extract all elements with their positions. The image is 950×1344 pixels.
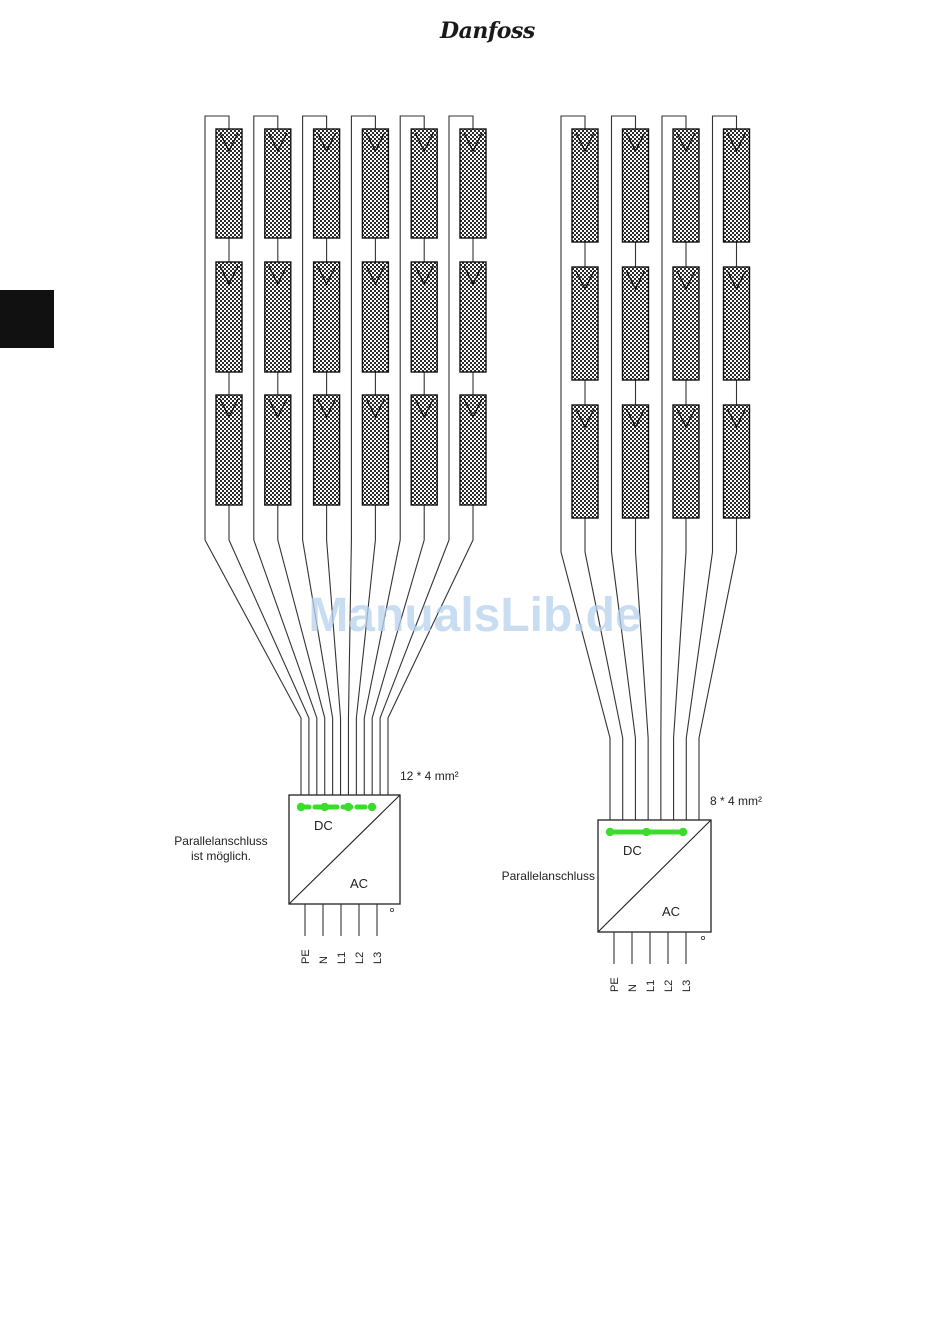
dc-cable [674,552,686,820]
ac-terminals: PE N L1 L2 L3 [300,904,394,964]
dc-cables [205,540,473,795]
parallel-note-line: Parallelanschluss [174,834,267,848]
ac-terminal-label: L2 [663,980,675,992]
ac-terminal-label: L3 [681,980,693,992]
pv-string [351,116,388,540]
inverter: DC AC [289,795,400,904]
pv-module [623,267,649,380]
pv-module [314,395,340,505]
dc-cable [327,540,341,795]
ac-label: AC [662,904,680,919]
pv-module [265,129,291,238]
dc-cable [699,552,737,820]
pv-module [411,262,437,372]
pv-module [314,129,340,238]
pv-module [216,129,242,238]
parallel-connector-dot [320,803,328,811]
pv-string [561,116,598,552]
pv-module [265,262,291,372]
dc-cable [364,540,400,795]
pv-module [265,395,291,505]
pv-module [460,262,486,372]
ac-terminal-label: N [318,956,330,964]
terminal-mark [390,908,393,911]
ac-terminal-label: PE [300,949,312,964]
inverter: DC AC [598,820,711,932]
parallel-connector-dot [642,828,650,836]
ac-label: AC [350,876,368,891]
ac-terminal-label: L3 [372,952,384,964]
dc-cables [561,552,737,820]
ac-terminals: PE N L1 L2 L3 [609,932,705,992]
cable-spec-label: 8 * 4 mm² [710,794,762,808]
ac-terminal-label: L2 [354,952,366,964]
pv-module [460,129,486,238]
dc-cable [254,540,317,795]
pv-module [724,267,750,380]
pv-module [572,267,598,380]
pv-module [572,129,598,242]
dc-cable [561,552,610,820]
pv-module [362,395,388,505]
parallel-note-line: ist möglich. [191,849,251,863]
parallel-connector-dot [679,828,687,836]
cable-spec-label: 12 * 4 mm² [400,769,459,783]
pv-module [362,129,388,238]
parallel-connector-dot [368,803,376,811]
pv-string [713,116,750,552]
pv-string [400,116,437,540]
ac-terminal-label: L1 [645,980,657,992]
parallel-connector-dot [606,828,614,836]
pv-module [724,129,750,242]
pv-module [724,405,750,518]
pv-string [449,116,486,540]
pv-module [572,405,598,518]
parallel-connector-dot [344,803,352,811]
pv-string [205,116,242,540]
dc-cable [348,540,351,795]
pv-module [216,262,242,372]
dc-cable [388,540,473,795]
pv-string [662,116,699,552]
dc-cable [612,552,636,820]
pv-module [411,129,437,238]
pv-module [673,129,699,242]
parallel-note-line: Parallelanschluss [502,869,595,883]
ac-terminal-label: L1 [336,952,348,964]
dc-cable [380,540,449,795]
parallel-connector-dot [297,803,305,811]
dc-cable [661,552,662,820]
pv-string [303,116,340,540]
dc-label: DC [623,843,642,858]
ac-terminal-label: PE [609,977,621,992]
pv-module [411,395,437,505]
pv-module [216,395,242,505]
pv-module [673,267,699,380]
dc-cable [229,540,309,795]
pv-module [460,395,486,505]
pv-module [623,129,649,242]
pv-module [673,405,699,518]
pv-module [314,262,340,372]
pv-string [612,116,649,552]
dc-cable [636,552,649,820]
dc-label: DC [314,818,333,833]
ac-terminal-label: N [627,984,639,992]
dc-cable [303,540,333,795]
pv-string [254,116,291,540]
pv-module [623,405,649,518]
pv-module [362,262,388,372]
diagram-six-strings: DC AC 12 * 4 mm² Parallelanschlussist mögli… [174,116,486,964]
terminal-mark [701,936,704,939]
